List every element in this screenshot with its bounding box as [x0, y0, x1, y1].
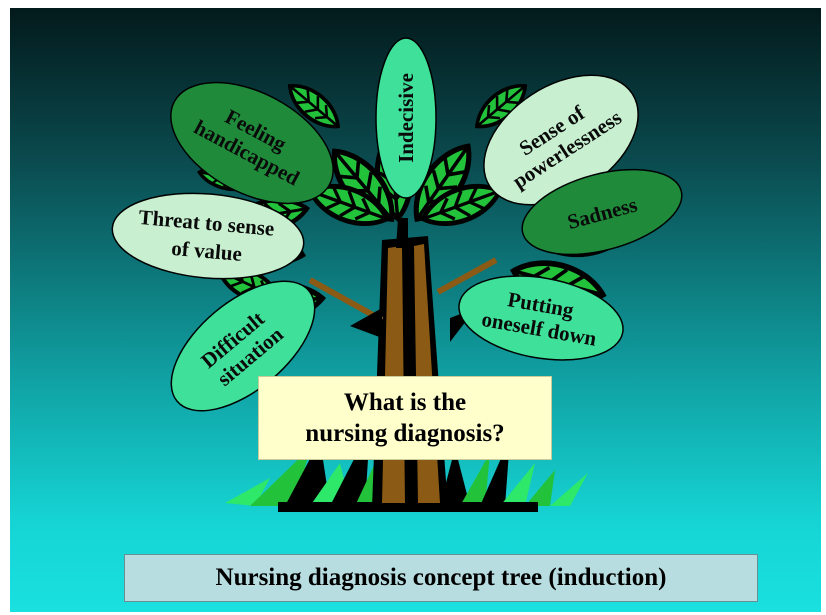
- question-line1: What is the: [343, 388, 467, 416]
- oval-indecisive: Indecisive: [375, 37, 437, 199]
- oval-sense-of-powerlessness: Sense of powerlessness: [483, 74, 639, 206]
- oval-threat-to-sense-of-value: Threat to sense of value: [111, 192, 305, 280]
- caption-text: Nursing diagnosis concept tree (inductio…: [215, 564, 667, 591]
- caption-box: Nursing diagnosis concept tree (inductio…: [124, 554, 758, 602]
- tree-trunk: [308, 218, 498, 508]
- oval-feeling-handicapped: Feeling handicapped: [170, 81, 334, 205]
- question-line2: nursing diagnosis?: [305, 420, 505, 447]
- question-box: What is the nursing diagnosis?: [258, 376, 552, 460]
- oval-label: Indecisive: [394, 73, 418, 163]
- concept-tree-diagram: Feeling handicapped Indecisive Sense of …: [111, 37, 683, 512]
- oval-putting-oneself-down: Putting oneself down: [458, 275, 624, 361]
- slide: Feeling handicapped Indecisive Sense of …: [10, 8, 821, 612]
- oval-sadness: Sadness: [521, 168, 683, 256]
